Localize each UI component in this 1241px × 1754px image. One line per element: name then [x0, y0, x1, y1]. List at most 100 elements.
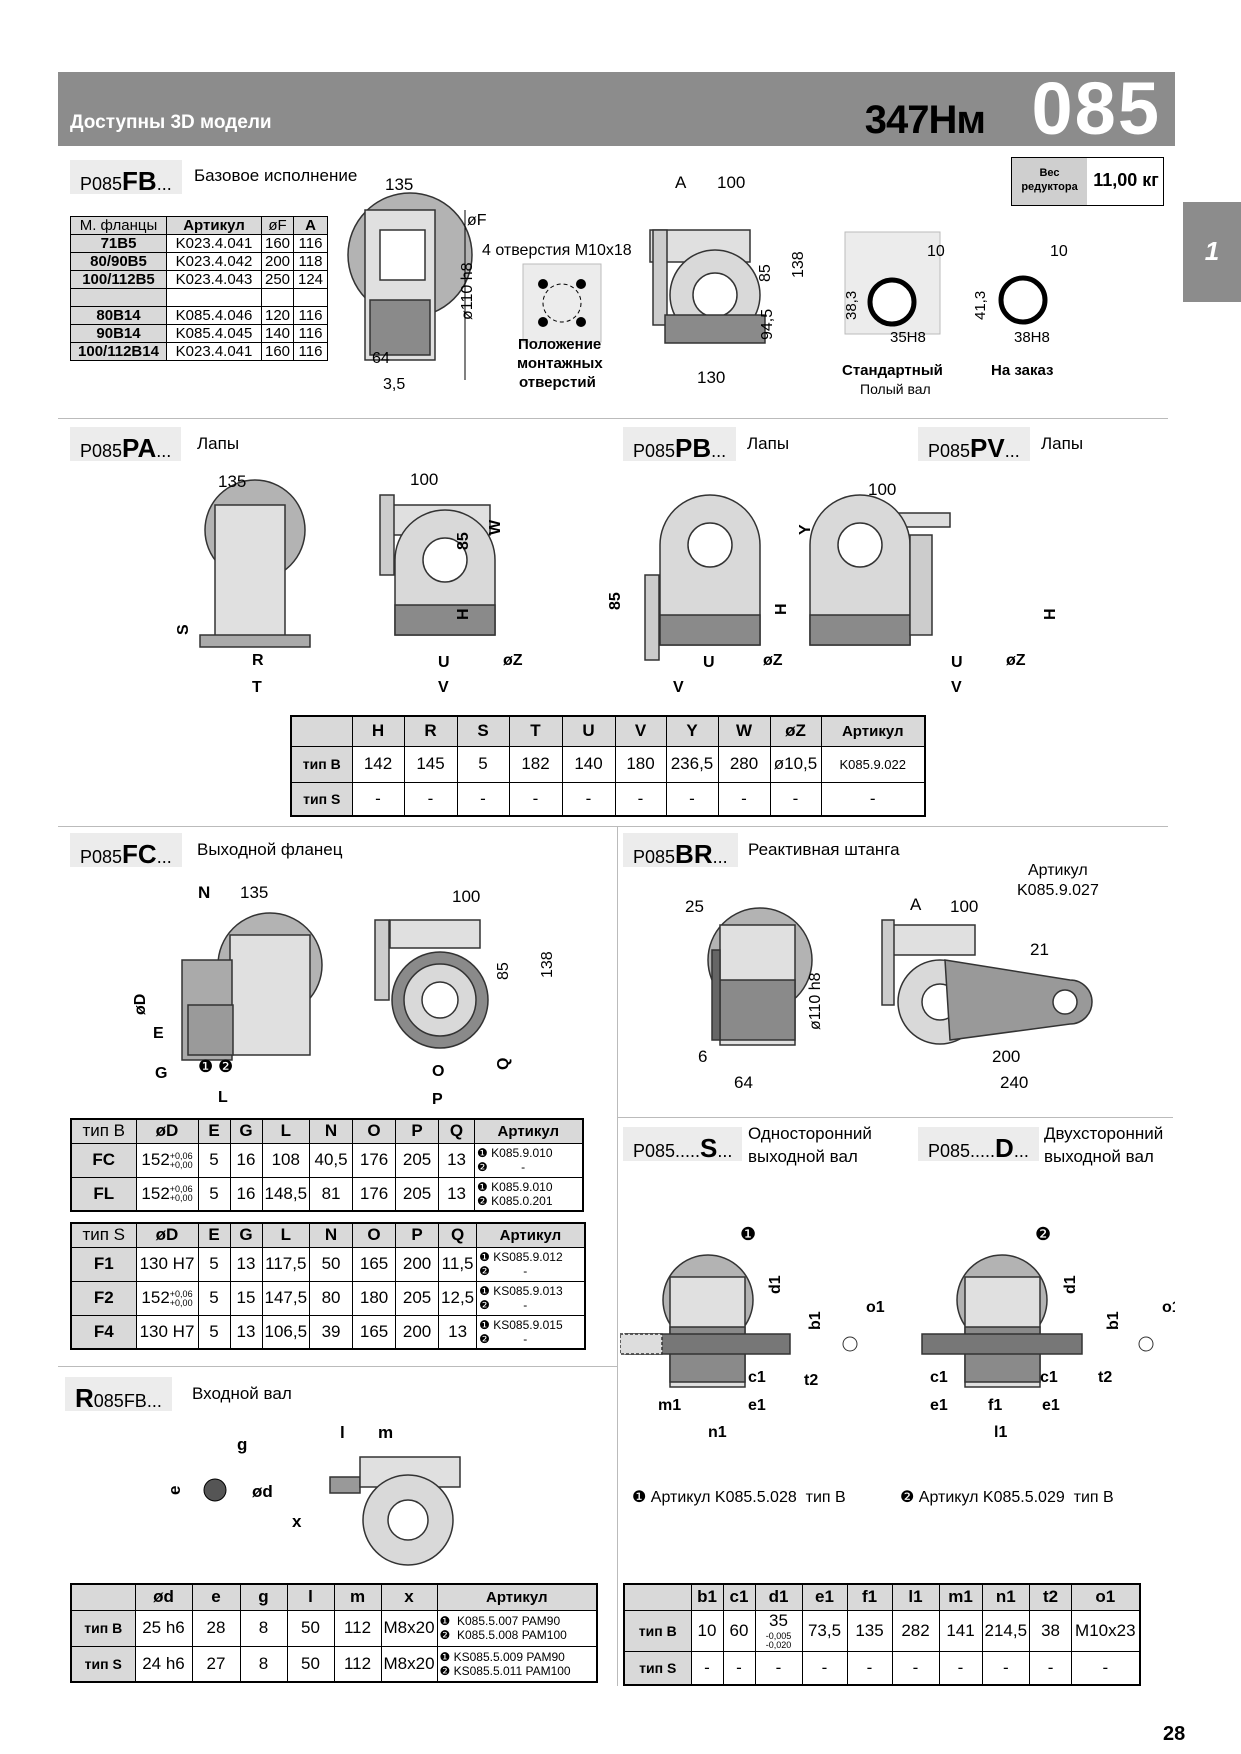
shaft-head: n1 — [981, 1583, 1031, 1611]
fc-d100: 100 — [452, 887, 480, 906]
shaft-row-name: тип S — [623, 1650, 692, 1686]
fc-drawings: N 135 øD E G ❶ ❷ L 100 85 138 Q O P — [132, 883, 556, 1108]
pb-view — [644, 494, 761, 661]
shaft-cell-d1: 35-0,005-0,020 — [754, 1609, 803, 1652]
br-front-view — [881, 919, 1093, 1045]
r-dl: l — [340, 1423, 345, 1442]
pv-dZ: øZ — [1006, 652, 1026, 669]
feet-cell: ø10,5 — [769, 745, 822, 783]
fb-cell: 200 — [261, 252, 294, 271]
d-c1b: c1 — [1040, 1369, 1058, 1386]
d-o1: o1 — [1162, 1299, 1175, 1316]
feet-cell: 145 — [403, 745, 458, 783]
feet-cell: - — [769, 781, 822, 817]
fc-dP: P — [432, 1091, 443, 1108]
mount-caption-3: отверстий — [519, 374, 596, 391]
shaft-note-1: ❶ Артикул K085.5.028 тип B — [632, 1489, 846, 1506]
r-cell: 50 — [286, 1609, 335, 1647]
fc-head: N — [309, 1118, 354, 1144]
divider — [617, 1117, 1173, 1118]
r-drawings: g e ød l m x — [165, 1423, 461, 1566]
d-t2: t2 — [1098, 1369, 1112, 1386]
divider — [58, 418, 1168, 419]
pb-dV: V — [673, 679, 684, 696]
fc-table-b: тип B øD E G L N O P Q Артикул FC 152+0,… — [70, 1118, 584, 1212]
fc-cell: 81 — [309, 1176, 354, 1212]
fb-cell: 116 — [293, 234, 328, 253]
fc-head: G — [229, 1118, 263, 1144]
r-head: e — [191, 1583, 241, 1611]
r-de: e — [165, 1486, 184, 1495]
pv-view — [809, 494, 951, 646]
r-cell: 8 — [239, 1609, 288, 1647]
fb-cell: 100/112B5 — [70, 270, 167, 289]
key-k6: 38H8 — [1014, 329, 1050, 346]
fc-head: øD — [135, 1222, 199, 1248]
fb-cell: 124 — [293, 270, 328, 289]
fb-cell: K085.4.046 — [166, 306, 262, 325]
pa-d85: 85 — [455, 532, 472, 550]
feet-cell: - — [665, 781, 719, 817]
fc-cell: 12,5 — [438, 1280, 478, 1316]
fb-cell — [166, 288, 262, 307]
pa-side-view — [199, 479, 311, 648]
fc-cell: 200 — [395, 1314, 440, 1350]
chapter-tab[interactable]: 1 — [1183, 202, 1241, 302]
fb-d945: 94,5 — [759, 309, 776, 340]
fb-head-flange: М. фланцы — [70, 216, 167, 235]
fc-dL: L — [218, 1089, 228, 1106]
fc-cell: 5 — [197, 1280, 231, 1316]
fc-code: P085FC... — [70, 833, 182, 869]
br-d6: 6 — [698, 1047, 707, 1066]
fb-dA: A — [675, 173, 687, 192]
br-drawings: 25 ø110 h8 6 64 A 100 21 200 240 — [685, 895, 1093, 1092]
br-dA: A — [910, 895, 922, 914]
s-b1: b1 — [807, 1311, 824, 1330]
models-3d-link[interactable]: Доступны 3D модели — [70, 112, 272, 133]
fb-d135: 135 — [385, 175, 413, 194]
feet-cell: 182 — [508, 745, 563, 783]
d-l1: l1 — [994, 1424, 1007, 1441]
pv-code: P085PV... — [918, 427, 1030, 463]
s-n1: n1 — [708, 1424, 727, 1441]
keyway-order — [998, 275, 1048, 325]
pb-dY: Y — [797, 524, 814, 535]
mount-caption-2: монтажных — [517, 355, 603, 372]
fb-cell: 116 — [293, 306, 328, 325]
pa-dT: T — [252, 679, 262, 696]
fc-head: øD — [135, 1118, 199, 1144]
vertical-divider — [617, 826, 618, 1686]
order-caption: На заказ — [991, 362, 1053, 379]
r-cell: 28 — [191, 1609, 241, 1647]
d-c1a: c1 — [930, 1369, 948, 1386]
fc-cell-d: 152+0,06+0,00 — [135, 1176, 199, 1212]
fc-cell: 50 — [309, 1246, 354, 1282]
feet-head: W — [717, 715, 771, 747]
fc-head: E — [197, 1222, 231, 1248]
d-e1b: e1 — [1042, 1397, 1060, 1414]
fb-cell: 140 — [261, 324, 294, 343]
shaft-head: d1 — [754, 1583, 803, 1611]
fb-cell: 116 — [293, 342, 328, 361]
fb-cell: 118 — [293, 252, 328, 271]
fc-head: Артикул — [476, 1222, 586, 1248]
fc-cell: 13 — [229, 1314, 263, 1350]
feet-head: U — [561, 715, 616, 747]
fb-cell: K023.4.042 — [166, 252, 262, 271]
fc-head: O — [352, 1222, 397, 1248]
r-dx: x — [292, 1512, 302, 1531]
fc-row-name: F1 — [70, 1246, 137, 1282]
shaft-cell: - — [754, 1650, 803, 1686]
br-art-label: Артикул — [1028, 862, 1088, 879]
shaft-note-2: ❷ Артикул K085.5.029 тип B — [900, 1489, 1114, 1506]
br-d100: 100 — [950, 897, 978, 916]
d-d1: d1 — [1062, 1275, 1079, 1294]
r-dm: m — [378, 1423, 393, 1442]
fc-cell: 176 — [352, 1176, 397, 1212]
fb-head-a: A — [293, 216, 328, 235]
fb-d64: 64 — [372, 350, 390, 367]
pv-dU: U — [951, 654, 963, 671]
